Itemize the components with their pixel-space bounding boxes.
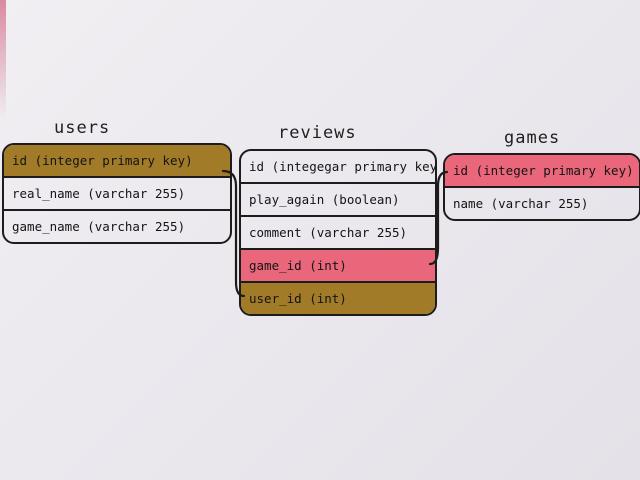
users-row-id: id (integer primary key) [4, 145, 230, 178]
users-row-real-name: real_name (varchar 255) [4, 178, 230, 211]
games-table: id (integer primary key) name (varchar 2… [443, 153, 640, 221]
reviews-row-user-id: user_id (int) [241, 283, 435, 314]
users-table-title: users [54, 118, 111, 138]
reviews-row-play-again: play_again (boolean) [241, 184, 435, 217]
reviews-row-comment: comment (varchar 255) [241, 217, 435, 250]
reviews-row-id: id (integegar primary key) [241, 151, 435, 184]
games-row-name: name (varchar 255) [453, 196, 589, 211]
reviews-table-title: reviews [278, 123, 357, 143]
users-table: id (integer primary key) real_name (varc… [2, 143, 232, 244]
reviews-row-game-id: game_id (int) [241, 250, 435, 283]
users-row-game-name: game_name (varchar 255) [12, 219, 186, 234]
games-table-title: games [504, 128, 561, 148]
paper-edge-mark [0, 0, 6, 120]
games-row-id: id (integer primary key) [445, 155, 639, 188]
reviews-table: id (integegar primary key) play_again (b… [239, 149, 437, 316]
